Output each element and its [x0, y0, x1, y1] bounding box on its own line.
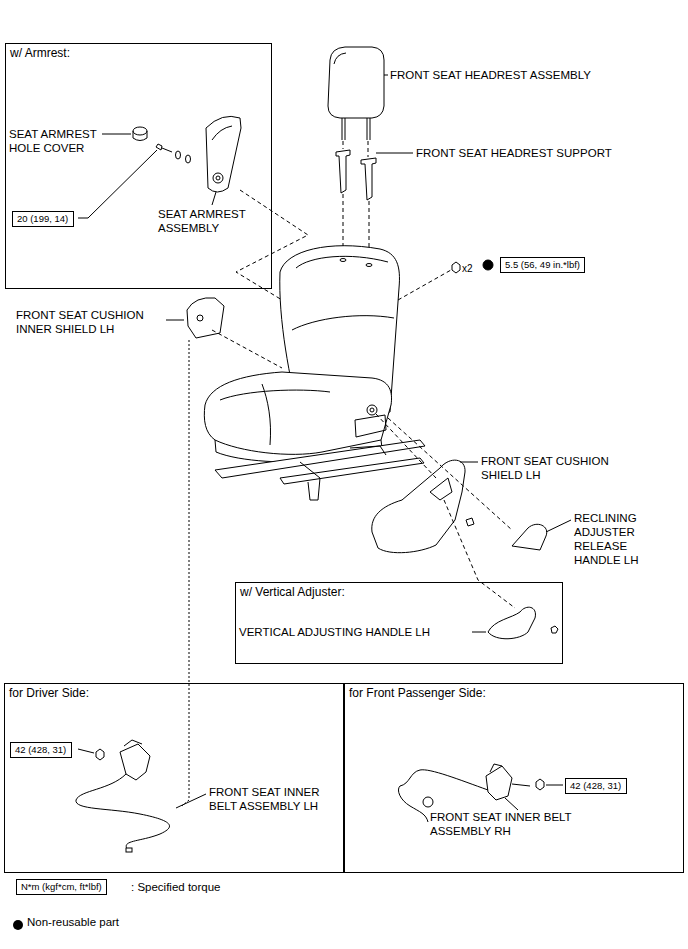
panel-title: for Front Passenger Side:	[349, 686, 486, 700]
part-name: SEAT ARMREST ASSEMBLY	[158, 207, 263, 235]
part-name: FRONT SEAT HEADREST ASSEMBLY	[390, 68, 591, 82]
legend-swatch	[13, 920, 23, 930]
legend-text: Non-reusable part	[27, 915, 119, 929]
variant-panel: for Front Passenger Side: 42 (428, 31)	[344, 683, 684, 873]
torque-value: 20 (199, 14)	[17, 213, 68, 225]
part-name: FRONT SEAT HEADREST SUPPORT	[416, 146, 612, 160]
torque-value: 42 (428, 31)	[570, 780, 621, 792]
torque-box: 42 (428, 31)	[10, 742, 72, 758]
torque-box: 20 (199, 14)	[12, 211, 74, 227]
legend-text: : Specified torque	[131, 880, 221, 894]
variant-panel: w/ Vertical Adjuster:	[235, 582, 563, 664]
part-name: RECLINING ADJUSTER RELEASE HANDLE LH	[574, 511, 664, 567]
torque-box: 42 (428, 31)	[565, 778, 627, 794]
part-name: SEAT ARMREST HOLE COVER	[9, 127, 109, 155]
part-name: FRONT SEAT INNER BELT ASSEMBLY RH	[430, 810, 595, 838]
part-name: FRONT SEAT CUSHION SHIELD LH	[481, 454, 629, 482]
torque-value: N*m (kgf*cm, ft*lbf)	[21, 881, 102, 893]
part-name: FRONT SEAT INNER BELT ASSEMBLY LH	[209, 785, 339, 813]
quantity-note: x2	[462, 262, 473, 276]
panel-title: w/ Armrest:	[10, 46, 70, 60]
panel-title: for Driver Side:	[9, 686, 89, 700]
torque-value: 5.5 (56, 49 in.*lbf)	[505, 259, 580, 271]
panel-title: w/ Vertical Adjuster:	[240, 585, 345, 599]
variant-panel: for Driver Side: 42 (428, 31)	[4, 683, 344, 873]
torque-box: 5.5 (56, 49 in.*lbf)	[500, 257, 585, 273]
part-name: VERTICAL ADJUSTING HANDLE LH	[239, 625, 430, 639]
variant-panel: w/ Armrest: 20 (199, 14)	[5, 43, 272, 289]
torque-value: 42 (428, 31)	[15, 744, 66, 756]
legend-torque-box: N*m (kgf*cm, ft*lbf)	[16, 879, 107, 895]
part-name: FRONT SEAT CUSHION INNER SHIELD LH	[16, 308, 164, 336]
